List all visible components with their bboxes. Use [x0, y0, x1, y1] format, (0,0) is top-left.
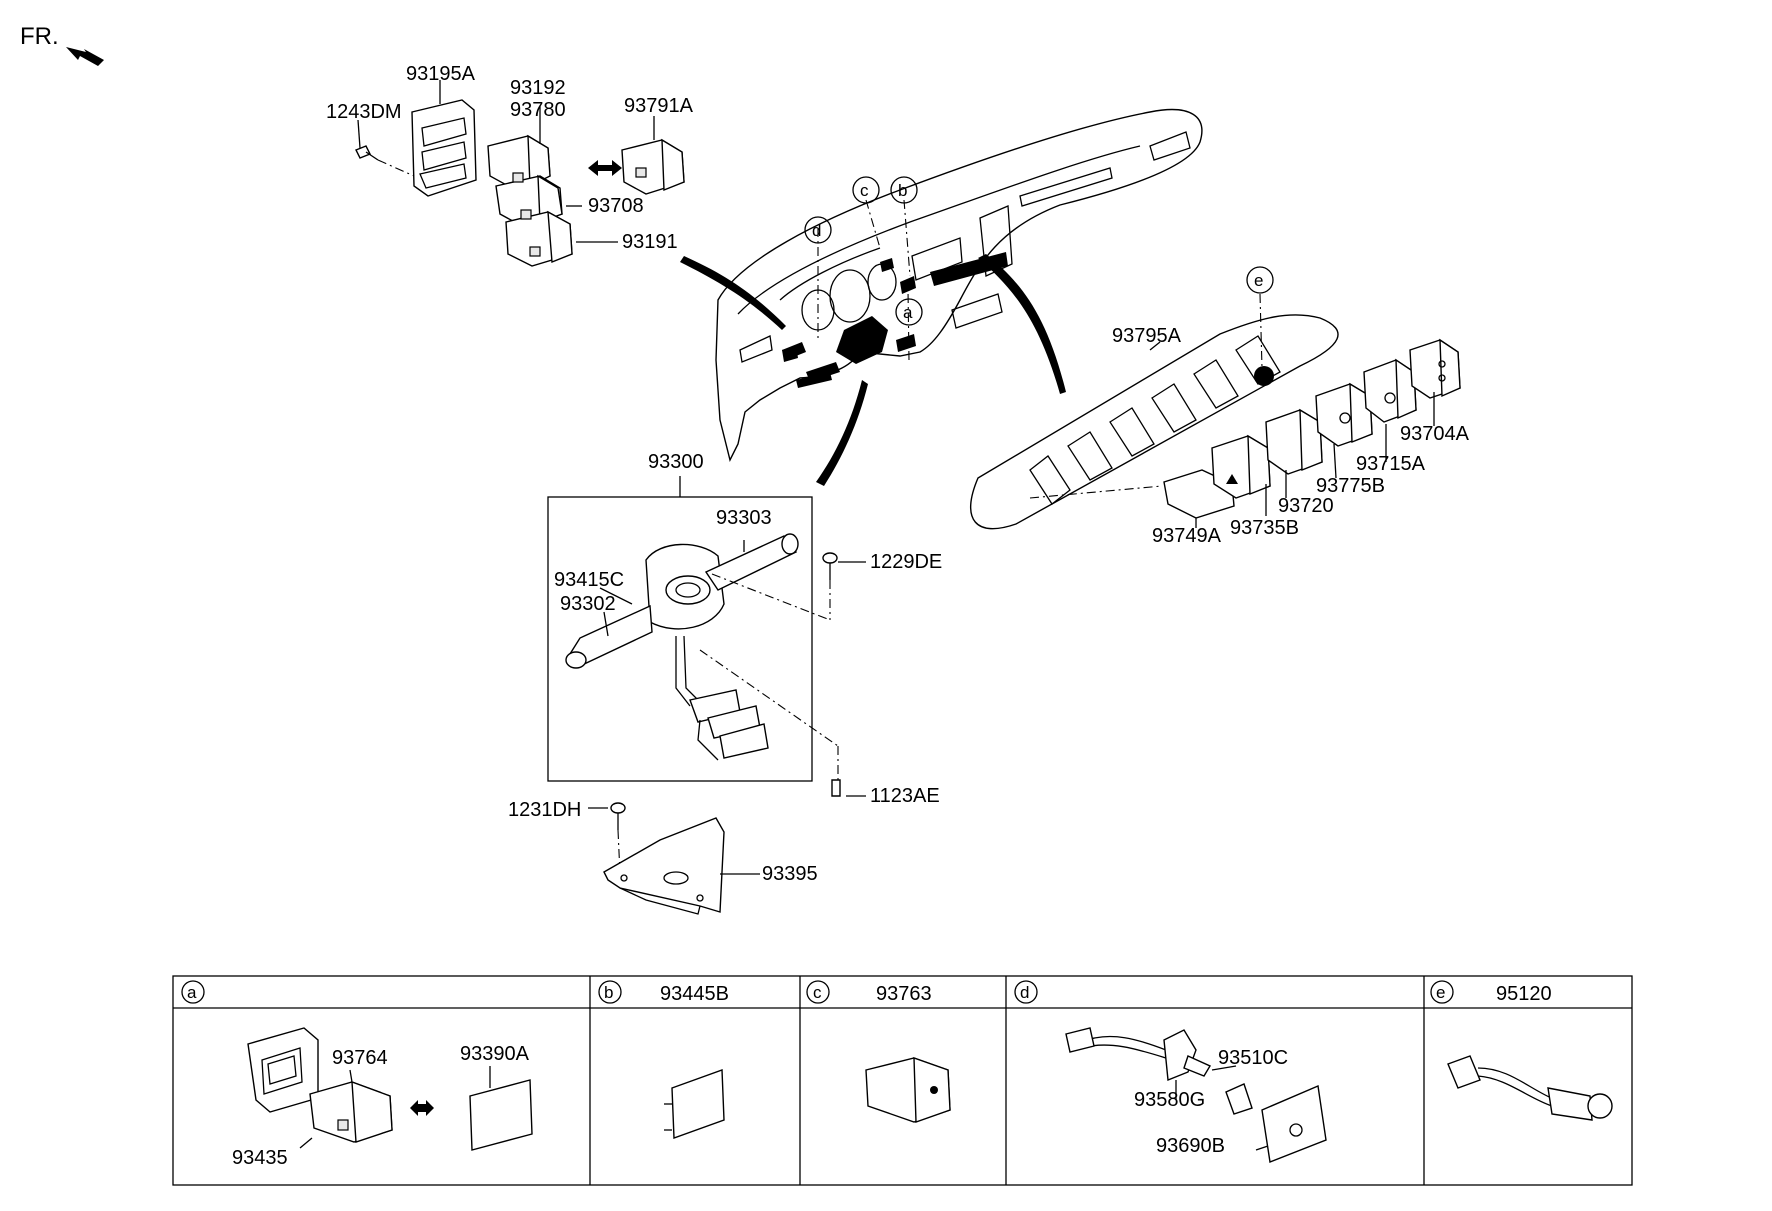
svg-text:b: b: [604, 983, 613, 1002]
part-labels: 93195A 1243DM 93192 93780 93791A 93708 9…: [326, 63, 1470, 885]
part-93510C: 93510C: [1218, 1047, 1288, 1069]
bracket-93395: [603, 817, 725, 915]
callout-a: a: [895, 298, 923, 326]
front-direction-indicator: FR.: [20, 23, 104, 66]
label-93780: 93780: [510, 99, 566, 121]
part-93390A: 93390A: [460, 1043, 530, 1065]
table-header-a: a: [181, 980, 205, 1004]
callout-d: d: [804, 216, 832, 244]
table-header-e: e 95120: [1430, 980, 1552, 1005]
table-header-c: c 93763: [806, 980, 932, 1005]
label-93775B: 93775B: [1316, 475, 1385, 497]
switch-bracket-group: [355, 99, 685, 267]
label-1123AE: 1123AE: [870, 785, 940, 807]
part-93764: 93764: [332, 1047, 388, 1069]
label-93302: 93302: [560, 593, 616, 615]
bracket-93195A: [411, 99, 477, 197]
cell-e-parts: [1447, 1055, 1613, 1121]
table-header-b: b 93445B: [598, 980, 729, 1005]
cell-b-parts: [664, 1069, 725, 1139]
label-93415C: 93415C: [554, 569, 624, 591]
callout-c: c: [852, 176, 880, 204]
label-93704A: 93704A: [1400, 423, 1470, 445]
label-93300: 93300: [648, 451, 704, 473]
callout-e: e: [1246, 266, 1274, 294]
switch-stack: [487, 134, 573, 267]
screw-1229DE: [822, 552, 838, 580]
table-header-d: d: [1014, 980, 1038, 1004]
loose-switches: [1163, 338, 1461, 519]
label-93708: 93708: [588, 195, 644, 217]
cell-c-parts: [865, 1056, 951, 1123]
bolt-1123AE: [831, 779, 841, 797]
cell-d-parts: 93510C 93580G 93690B: [1065, 1027, 1327, 1163]
cell-a-parts: 93764 93390A 93435: [232, 1027, 533, 1169]
label-93720: 93720: [1278, 495, 1334, 517]
label-93749A: 93749A: [1152, 525, 1222, 547]
instrument-panel: [680, 108, 1203, 486]
switch-93791A: [621, 138, 685, 195]
part-93580G: 93580G: [1134, 1089, 1205, 1111]
label-1231DH: 1231DH: [508, 799, 581, 821]
label-93795A: 93795A: [1112, 325, 1182, 347]
screw-1231DH: [610, 802, 626, 875]
front-arrow-icon: [66, 47, 104, 66]
label-93735B: 93735B: [1230, 517, 1299, 539]
part-93690B: 93690B: [1156, 1135, 1225, 1157]
interchangeable-arrow-icon: [588, 160, 622, 176]
fr-label: FR.: [20, 23, 59, 50]
callout-b: b: [890, 176, 918, 204]
svg-text:a: a: [903, 303, 913, 322]
part-95120: 95120: [1496, 983, 1552, 1005]
svg-text:a: a: [187, 983, 197, 1002]
part-93445B: 93445B: [660, 983, 729, 1005]
part-93763: 93763: [876, 983, 932, 1005]
label-93192: 93192: [510, 77, 566, 99]
label-93395: 93395: [762, 863, 818, 885]
label-93791A: 93791A: [624, 95, 694, 117]
screw-1243DM: [355, 145, 415, 177]
part-93435: 93435: [232, 1147, 288, 1169]
label-1243DM: 1243DM: [326, 101, 402, 123]
svg-text:b: b: [898, 181, 907, 200]
svg-text:d: d: [1020, 983, 1029, 1002]
label-93303: 93303: [716, 507, 772, 529]
label-93191: 93191: [622, 231, 678, 253]
label-1229DE: 1229DE: [870, 551, 942, 573]
svg-text:c: c: [860, 181, 869, 200]
svg-text:e: e: [1254, 271, 1263, 290]
label-93715A: 93715A: [1356, 453, 1426, 475]
multifunction-switch-box: [547, 476, 839, 782]
svg-text:e: e: [1436, 983, 1445, 1002]
svg-text:d: d: [812, 221, 821, 240]
switch-panel-93795A: [969, 293, 1339, 530]
detail-table: a b 93445B c 93763 d e 95120: [172, 975, 1633, 1186]
leader-lines: [357, 80, 1435, 875]
label-93195A: 93195A: [406, 63, 476, 85]
svg-text:c: c: [813, 983, 822, 1002]
